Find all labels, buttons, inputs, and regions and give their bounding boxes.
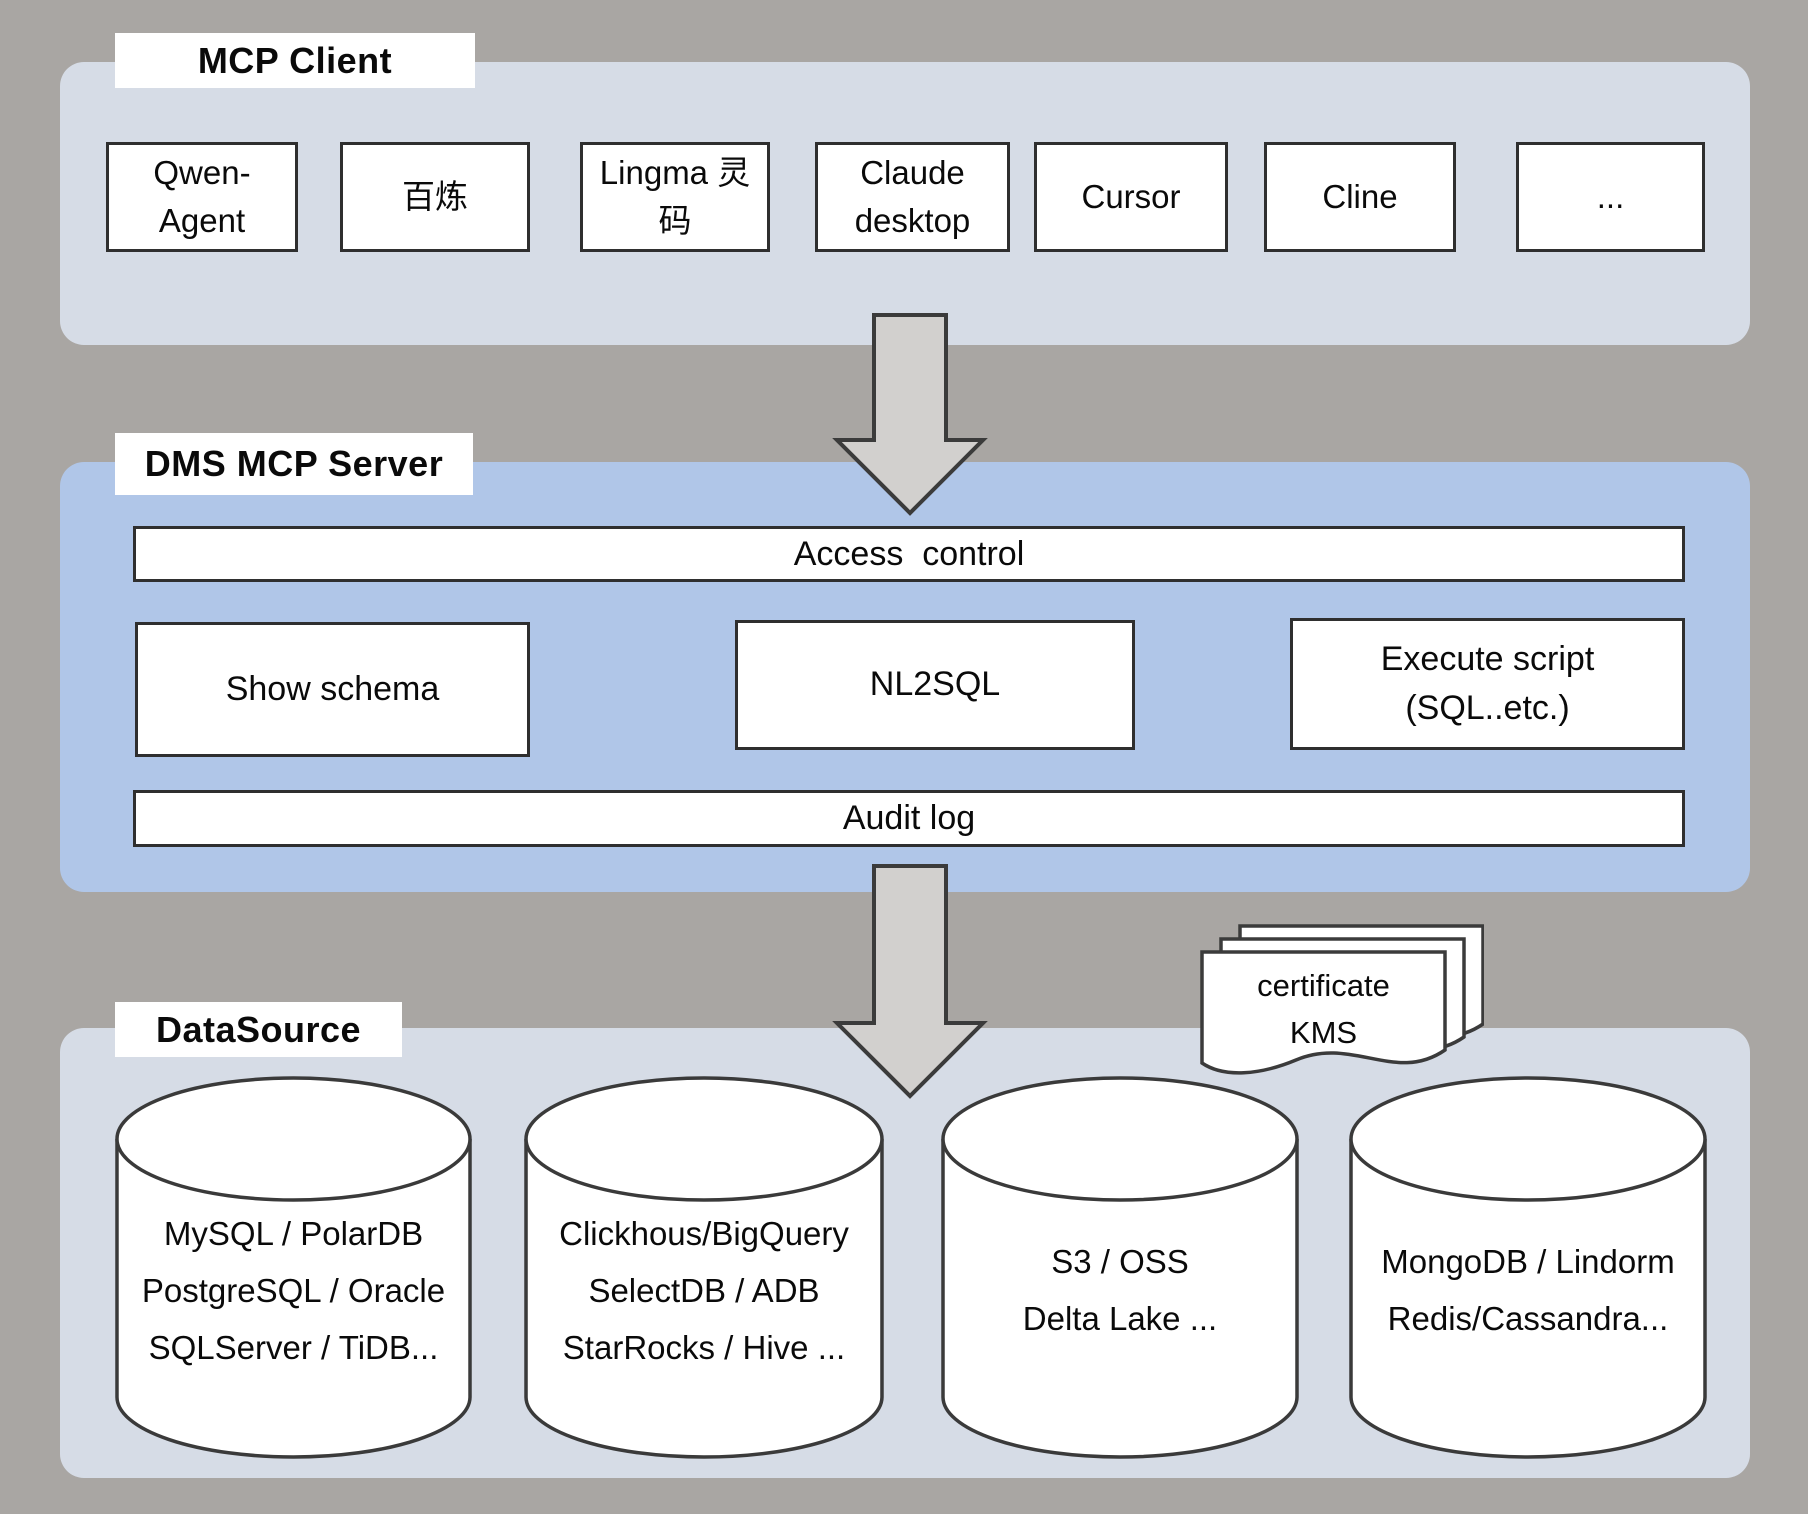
- certificate-kms-document-icon: [1200, 924, 1484, 1075]
- access-control-label: Access control: [793, 534, 1025, 573]
- cylinder-line: S3 / OSS: [1051, 1243, 1189, 1280]
- database-cylinder-icon: [115, 1076, 472, 1459]
- section-title-label: MCP Client: [197, 39, 393, 81]
- cylinder-line: StarRocks / Hive ...: [562, 1328, 846, 1366]
- client-box-label: ...: [1596, 178, 1625, 216]
- client-box-label: Cursor: [1081, 178, 1181, 216]
- datasource-cylinder-relational: MySQL / PolarDB PostgreSQL / Oracle SQLS…: [114, 1075, 473, 1460]
- client-box-cline: Cline: [1264, 142, 1456, 252]
- client-box-label: 百炼: [402, 178, 468, 216]
- section-title-datasource: DataSource: [115, 1002, 402, 1057]
- cylinder-line: SelectDB / ADB: [588, 1271, 820, 1309]
- tool-box-nl2sql: NL2SQL: [735, 620, 1135, 750]
- cylinder-line: PostgreSQL / Oracle: [141, 1271, 446, 1309]
- audit-log-bar: Audit log: [133, 790, 1685, 847]
- tool-box-execute-script: Execute script (SQL..etc.): [1290, 618, 1685, 750]
- cylinder-line: Redis/Cassandra...: [1387, 1300, 1669, 1337]
- access-control-bar: Access control: [133, 526, 1685, 582]
- datasource-cylinder-nosql: MongoDB / Lindorm Redis/Cassandra...: [1348, 1075, 1708, 1460]
- cylinder-text: Clickhous/BigQuery SelectDB / ADB StarRo…: [529, 1185, 879, 1395]
- section-title-label: DMS MCP Server: [144, 443, 444, 484]
- client-box-bailian: 百炼: [340, 142, 530, 252]
- section-title-mcp-client: MCP Client: [115, 33, 475, 88]
- datasource-cylinder-analytics: Clickhous/BigQuery SelectDB / ADB StarRo…: [523, 1075, 885, 1460]
- audit-log-label: Audit log: [842, 799, 976, 837]
- tool-label: Execute script: [1380, 639, 1595, 678]
- client-box-label: Lingma 灵码: [599, 154, 751, 239]
- tool-box-show-schema: Show schema: [135, 622, 530, 757]
- client-box-qwen-agent: Qwen-Agent: [106, 142, 298, 252]
- certificate-kms-label: certificate KMS: [1202, 954, 1445, 1064]
- client-box-label: Cline: [1322, 178, 1398, 216]
- datasource-cylinder-storage: S3 / OSS Delta Lake ...: [940, 1075, 1300, 1460]
- client-box-cursor: Cursor: [1034, 142, 1228, 252]
- section-title-dms-mcp-server: DMS MCP Server: [115, 433, 473, 495]
- cylinder-line: SQLServer / TiDB...: [148, 1328, 439, 1366]
- kms-label: KMS: [1289, 1015, 1358, 1050]
- client-box-label: Qwen-Agent: [153, 154, 251, 239]
- cylinder-line: Clickhous/BigQuery: [559, 1214, 849, 1252]
- database-cylinder-icon: [1349, 1076, 1707, 1459]
- cylinder-text: S3 / OSS Delta Lake ...: [946, 1185, 1294, 1395]
- section-title-label: DataSource: [155, 1008, 362, 1050]
- client-box-label: Claude desktop: [854, 154, 971, 239]
- client-box-claude-desktop: Claude desktop: [815, 142, 1010, 252]
- certificate-label: certificate: [1257, 968, 1390, 1003]
- tool-label: NL2SQL: [869, 665, 1001, 704]
- database-cylinder-icon: [941, 1076, 1299, 1459]
- client-box-ellipsis: ...: [1516, 142, 1705, 252]
- tool-sublabel: (SQL..etc.): [1405, 689, 1570, 727]
- cylinder-text: MongoDB / Lindorm Redis/Cassandra...: [1354, 1185, 1702, 1395]
- cylinder-line: MongoDB / Lindorm: [1381, 1243, 1675, 1280]
- cylinder-line: Delta Lake ...: [1022, 1300, 1218, 1337]
- cylinder-text: MySQL / PolarDB PostgreSQL / Oracle SQLS…: [120, 1185, 467, 1395]
- client-box-lingma: Lingma 灵码: [580, 142, 770, 252]
- cylinder-line: MySQL / PolarDB: [163, 1214, 424, 1252]
- tool-label: Show schema: [225, 669, 440, 708]
- database-cylinder-icon: [524, 1076, 884, 1459]
